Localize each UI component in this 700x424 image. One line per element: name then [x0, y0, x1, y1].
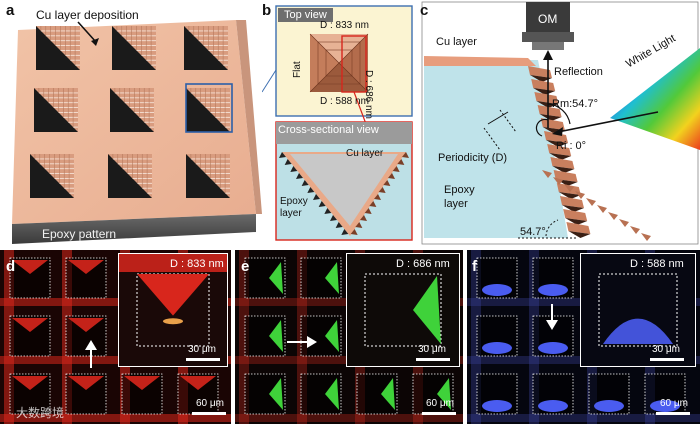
reflection-label: Reflection — [554, 66, 603, 78]
cross-cu-layer-label: Cu layer — [346, 148, 384, 159]
watermark: 大数跨境 — [16, 406, 65, 420]
cu-deposition-label: Cu layer deposition — [36, 8, 139, 22]
epoxy-pattern-label: Epoxy pattern — [42, 227, 117, 241]
panel-b-illustration — [262, 5, 413, 241]
f-main-scale-label: 60 μm — [660, 398, 688, 409]
panel-b-label: b — [262, 2, 272, 19]
panel-b: b Top view D : 833 nm D : 686 nm D : 588… — [262, 0, 418, 246]
c-cu-layer-label: Cu layer — [436, 36, 477, 48]
pyramid-pit — [110, 88, 154, 132]
panel-a-label: a — [6, 2, 15, 19]
insetE-image — [364, 273, 442, 347]
panel-e-label: e — [241, 258, 250, 275]
d-main-scalebar — [192, 412, 226, 415]
panel-a-illustration — [12, 20, 262, 244]
d-inset-scale-label: 30 μm — [188, 344, 216, 355]
e-main-scale-label: 60 μm — [426, 398, 454, 409]
panel-d-label: d — [6, 258, 16, 275]
top-view-title: Top view — [278, 8, 333, 22]
d-inset-scalebar — [186, 358, 220, 361]
panel-c: c Cu layer OM White Light Reflection Rm:… — [418, 0, 700, 246]
e-right-arrow — [287, 336, 317, 348]
pyramid-pit — [112, 26, 156, 70]
f-main-scalebar — [656, 412, 690, 415]
insetD-image — [119, 254, 227, 347]
rm-angle-label: Rm:54.7° — [552, 98, 598, 110]
pyramid-pit — [184, 26, 228, 70]
f-inset-scale-label: 30 μm — [652, 344, 680, 355]
pyramid-pit — [186, 88, 230, 132]
d-inset-d-label: D : 833 nm — [170, 258, 224, 270]
c-epoxy-label-1: Epoxy — [444, 184, 475, 196]
d-main-scale-label: 60 μm — [196, 398, 224, 409]
panel-c-illustration — [421, 1, 700, 245]
panel-c-label: c — [420, 2, 429, 19]
f-inset-scalebar — [650, 358, 684, 361]
pyramid-pit — [34, 88, 78, 132]
pyramid-pit — [36, 26, 80, 70]
d-833-label: D : 833 nm — [320, 20, 369, 31]
cross-epoxy-label-1: Epoxy — [280, 196, 308, 207]
d-686-label: D : 686 nm — [363, 70, 374, 119]
pyramid-pit — [108, 154, 152, 198]
cross-epoxy-label-2: layer — [280, 208, 302, 219]
d-up-arrow — [85, 340, 97, 368]
cross-section-title: Cross-sectional view — [278, 124, 379, 136]
insetF-image — [598, 273, 678, 347]
panel-a: a Cu layer deposition Epoxy pattern — [0, 0, 262, 246]
flat-label: Flat — [292, 61, 303, 78]
panel-e-inset — [346, 253, 460, 367]
f-inset-d-label: D : 588 nm — [630, 258, 684, 270]
panel-f-label: f — [472, 258, 477, 275]
e-inset-d-label: D : 686 nm — [396, 258, 450, 270]
pyramid-pit — [186, 154, 230, 198]
ri-angle-label: Ri : 0° — [556, 140, 587, 152]
panel-f-inset — [580, 253, 696, 367]
panel-d-inset — [118, 253, 228, 367]
e-inset-scalebar — [416, 358, 450, 361]
pyramid-pit — [30, 154, 74, 198]
base-angle-label: 54.7° — [520, 226, 546, 238]
e-main-scalebar — [422, 412, 456, 415]
f-down-arrow — [546, 304, 558, 330]
om-label: OM — [538, 12, 558, 26]
d-588-label: D : 588 nm — [320, 96, 369, 107]
c-epoxy-label-2: layer — [444, 198, 468, 210]
periodicity-label: Periodicity (D) — [438, 152, 508, 164]
e-inset-scale-label: 30 μm — [418, 344, 446, 355]
